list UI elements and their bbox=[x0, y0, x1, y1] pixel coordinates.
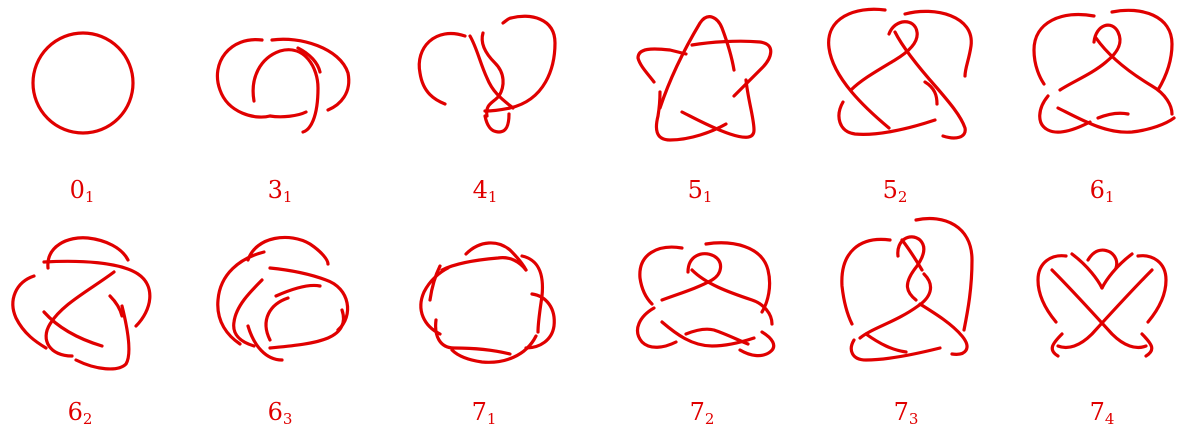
three-twist-knot-diagram bbox=[825, 8, 965, 148]
knot-strand bbox=[662, 254, 721, 300]
knot-cell-4-1: 41 bbox=[415, 8, 555, 208]
knot-cell-3-1: 31 bbox=[210, 8, 350, 208]
knot-label: 52 bbox=[825, 176, 965, 206]
knot-strand bbox=[1138, 256, 1166, 322]
knot-cell-5-1: 51 bbox=[630, 8, 770, 208]
knot-strand bbox=[866, 334, 906, 352]
knot-strand bbox=[442, 258, 526, 270]
knot-strand bbox=[1098, 113, 1128, 118]
knot-strand bbox=[920, 304, 967, 354]
knot-strand bbox=[218, 252, 264, 344]
knot-strand bbox=[1088, 250, 1117, 268]
knot-7-3-diagram bbox=[836, 230, 976, 370]
knot-strand bbox=[110, 296, 122, 316]
figure-eight-knot-diagram bbox=[415, 8, 555, 148]
knot-strand bbox=[270, 112, 306, 117]
knot-strand bbox=[248, 237, 328, 264]
knot-6-2-diagram bbox=[10, 230, 150, 370]
knot-6-3-diagram bbox=[210, 230, 350, 370]
knot-strand bbox=[660, 17, 734, 108]
knot-strand bbox=[860, 274, 931, 338]
knot-cell-7-4: 74 bbox=[1032, 230, 1172, 430]
knot-strand bbox=[234, 280, 262, 346]
knot-strand bbox=[217, 40, 270, 117]
trefoil-knot-diagram bbox=[210, 8, 350, 148]
knot-strand bbox=[842, 239, 890, 324]
knot-strand bbox=[13, 276, 46, 348]
stevedore-knot-diagram bbox=[1032, 8, 1172, 148]
knot-strand bbox=[248, 326, 282, 360]
knot-7-2-diagram bbox=[632, 230, 772, 370]
knot-strand bbox=[503, 18, 511, 23]
knot-label: 61 bbox=[1032, 176, 1172, 206]
knot-strand bbox=[46, 272, 114, 356]
knot-strand bbox=[276, 285, 320, 296]
knot-label: 41 bbox=[415, 176, 555, 206]
knot-7-4-diagram bbox=[1032, 230, 1172, 370]
knot-strand bbox=[1096, 38, 1172, 114]
knot-cell-0-1: 01 bbox=[12, 8, 152, 208]
knot-label: 01 bbox=[12, 176, 152, 206]
knot-strand bbox=[470, 36, 513, 108]
knot-strand bbox=[253, 50, 318, 132]
knot-strand bbox=[44, 312, 102, 346]
knot-strand bbox=[419, 34, 465, 104]
knot-label: 31 bbox=[210, 176, 350, 206]
knot-strand bbox=[1034, 14, 1094, 84]
knot-label: 51 bbox=[630, 176, 770, 206]
knot-strand bbox=[436, 320, 510, 354]
cinquefoil-knot-diagram bbox=[630, 8, 770, 148]
knot-strand bbox=[851, 22, 917, 90]
knot-strand bbox=[692, 41, 771, 96]
knot-strand bbox=[902, 240, 922, 270]
knot-cell-6-1: 61 bbox=[1032, 8, 1172, 208]
knot-strand bbox=[270, 310, 343, 348]
knot-strand bbox=[485, 114, 509, 132]
knot-strand bbox=[1038, 256, 1066, 322]
knot-strand bbox=[692, 270, 772, 324]
unknot-diagram bbox=[12, 8, 152, 148]
knot-strand bbox=[44, 261, 150, 326]
knot-cell-7-2: 72 bbox=[632, 230, 772, 430]
knot-cell-6-3: 63 bbox=[210, 230, 350, 430]
knot-strand bbox=[466, 243, 526, 270]
knot-strand bbox=[33, 33, 133, 133]
knot-cell-7-1: 71 bbox=[414, 230, 554, 430]
knot-cell-5-2: 52 bbox=[825, 8, 965, 208]
knot-strand bbox=[1040, 96, 1090, 132]
knot-7-1-diagram bbox=[414, 230, 554, 370]
knot-strand bbox=[839, 102, 935, 134]
knot-cell-6-2: 62 bbox=[10, 230, 150, 430]
knot-cell-7-3: 73 bbox=[836, 230, 976, 430]
knot-strand bbox=[266, 298, 288, 340]
